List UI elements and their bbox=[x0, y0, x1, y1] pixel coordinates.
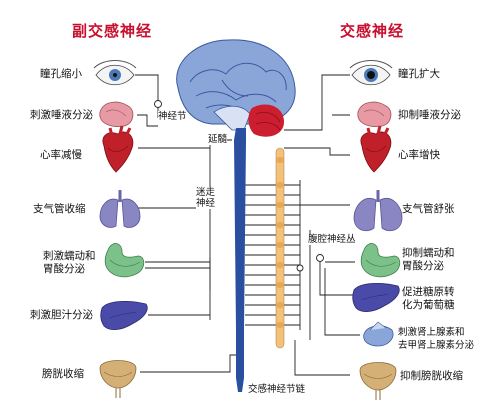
right-label-liver: 促进糖原转 化为葡萄糖 bbox=[402, 286, 455, 311]
ganglion-label: 神经节 bbox=[158, 111, 187, 122]
right-heart-icon bbox=[360, 125, 392, 173]
sympathetic-title: 交感神经 bbox=[340, 22, 405, 40]
right-stomach-icon bbox=[360, 243, 401, 278]
vagus-label: 迷走 神经 bbox=[196, 187, 216, 209]
left-salivary-gland-icon bbox=[99, 101, 134, 127]
celiac-plexus-label: 腹腔神经丛 bbox=[308, 234, 356, 245]
right-lungs-icon bbox=[353, 190, 403, 232]
right-salivary-gland-icon bbox=[357, 101, 392, 127]
right-liver-icon bbox=[352, 282, 400, 312]
medulla-label: 延髓 bbox=[208, 134, 228, 145]
right-label-bladder: 抑制膀胱收缩 bbox=[400, 370, 463, 382]
cerebellum bbox=[248, 104, 284, 137]
right-label-adrenal: 刺激肾上腺素和 去甲肾上腺素分泌 bbox=[398, 327, 475, 351]
left-label-saliva: 刺激唾液分泌 bbox=[30, 109, 93, 121]
right-label-bronchi: 支气管舒张 bbox=[402, 203, 455, 215]
left-stomach-icon bbox=[104, 243, 145, 278]
left-heart-icon bbox=[102, 125, 134, 173]
celiac-ganglion bbox=[316, 254, 324, 262]
parasympathetic-title: 副交感神经 bbox=[72, 22, 153, 40]
sympathetic-chain-label: 交感神经节链 bbox=[248, 384, 306, 395]
sympathetic-chain bbox=[275, 147, 285, 349]
ciliary-ganglion bbox=[154, 100, 162, 108]
right-label-heart: 心率增快 bbox=[398, 149, 440, 161]
brain bbox=[176, 39, 296, 137]
spinal-cord bbox=[234, 128, 246, 392]
left-bladder-icon bbox=[99, 360, 137, 398]
right-label-pupil: 瞳孔扩大 bbox=[398, 68, 440, 80]
left-label-bile: 刺激胆汁分泌 bbox=[30, 309, 93, 321]
right-bladder-icon bbox=[359, 362, 397, 400]
right-eye-icon bbox=[349, 60, 393, 86]
left-eye-icon bbox=[93, 60, 137, 86]
celiac-ganglion-2 bbox=[296, 264, 304, 272]
left-label-pupil: 瞳孔缩小 bbox=[40, 68, 82, 80]
nerve-lines bbox=[135, 74, 360, 376]
left-liver-icon bbox=[100, 300, 148, 330]
left-label-heart: 心率减慢 bbox=[40, 149, 82, 161]
right-label-saliva: 抑制唾液分泌 bbox=[398, 109, 461, 121]
right-adrenal-icon bbox=[363, 321, 394, 347]
left-label-stomach: 刺激蠕动和 胃酸分泌 bbox=[43, 250, 96, 275]
left-label-bronchi: 支气管收缩 bbox=[33, 203, 86, 215]
right-label-stomach: 抑制蠕动和 胃酸分泌 bbox=[402, 247, 455, 272]
left-label-bladder: 膀胱收缩 bbox=[42, 368, 84, 380]
left-lungs-icon bbox=[99, 190, 141, 228]
